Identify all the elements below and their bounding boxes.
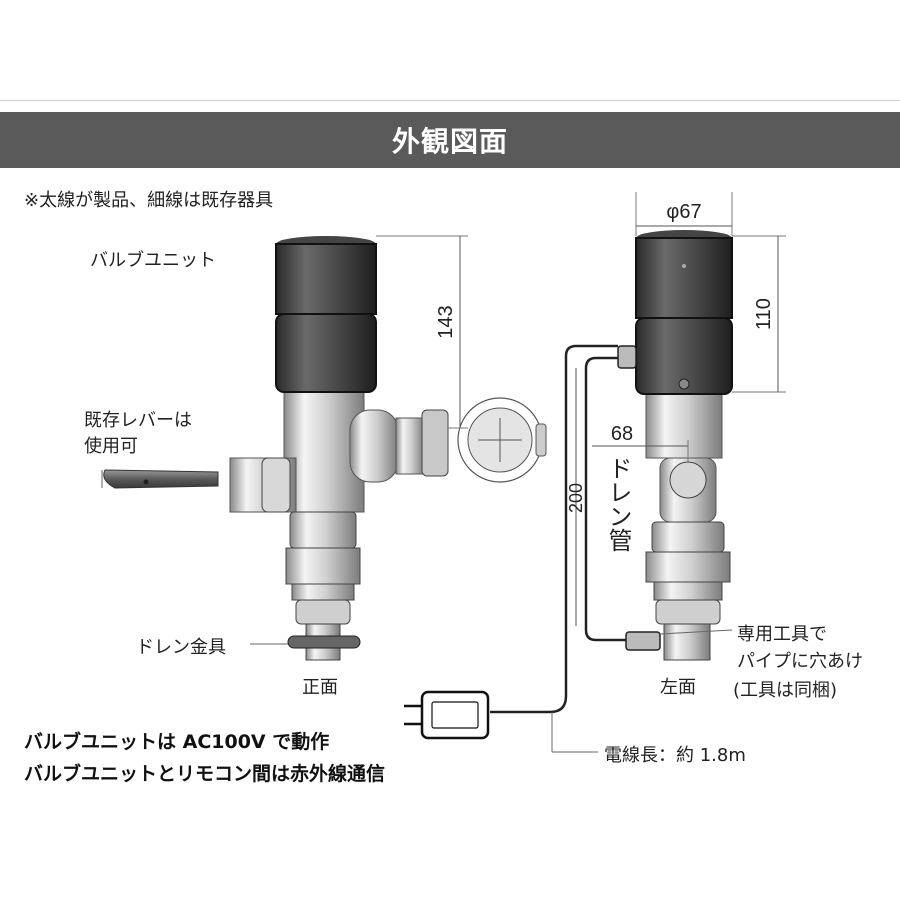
drain-pipe-label: ドレン管 — [604, 456, 632, 552]
existing-lever — [103, 469, 219, 489]
side-nut-upper — [651, 521, 725, 553]
lever-label-line1: 既存レバーは — [84, 410, 192, 431]
dim-143-label: 143 — [435, 305, 457, 338]
ac-adapter — [420, 690, 490, 740]
legend-note: ※太線が製品、細線は既存器具 — [24, 190, 274, 211]
top-divider — [0, 100, 900, 101]
valve-unit-upper — [275, 243, 377, 315]
flange-tab — [535, 423, 547, 457]
side-view-label: 左面 — [660, 677, 696, 698]
front-view-label: 正面 — [302, 677, 338, 698]
dim-67-label: φ67 — [666, 201, 701, 223]
front-view-drawing: 143 — [101, 235, 547, 661]
tool-note-line2: パイプに穴あけ — [737, 651, 863, 672]
side-unit-upper — [635, 237, 733, 319]
lever-label-line2: 使用可 — [84, 436, 138, 457]
bottom-note-1: バルブユニットは AC100V で動作 — [24, 731, 330, 753]
dim-200-label: 200 — [566, 483, 586, 513]
elbow-pipe — [349, 409, 399, 483]
bottom-note-2: バルブユニットとリモコン間は赤外線通信 — [24, 763, 386, 785]
side-nut — [655, 599, 721, 625]
ac-adapter-face — [431, 701, 479, 729]
tool-note-line3: (工具は同梱) — [733, 680, 838, 701]
side-valve-body — [645, 391, 723, 459]
cord-gland — [617, 345, 637, 369]
side-drain-body — [663, 623, 711, 661]
side-indicator-icon — [682, 264, 686, 268]
lever-dot-icon — [143, 479, 149, 485]
tool-note-line1: 専用工具で — [737, 624, 827, 645]
drain-fitting-label: ドレン金具 — [136, 637, 226, 658]
lower-nut — [295, 599, 351, 625]
cord-length-label: 電線長：約 1.8m — [604, 745, 746, 766]
page-title: 外観図面 — [0, 112, 900, 168]
lever-nut — [261, 457, 291, 513]
side-sensor-icon — [678, 378, 690, 390]
drain-connector — [625, 631, 661, 651]
side-ring — [653, 581, 723, 601]
lower-collar — [285, 547, 361, 585]
tool-leader — [659, 629, 733, 635]
union-nut — [421, 409, 449, 477]
dim-68-label: 68 — [611, 423, 633, 445]
connector-pipe — [395, 417, 425, 475]
valve-unit-lower — [275, 313, 377, 393]
side-inlet-bore — [669, 461, 707, 499]
drain-tube — [584, 356, 628, 642]
side-view-drawing: φ67 110 68 200 — [404, 192, 786, 753]
power-cord — [490, 344, 618, 714]
drain-clamp — [287, 635, 361, 649]
side-collar — [645, 551, 731, 583]
lower-ring — [291, 583, 355, 601]
lower-nut-upper — [289, 511, 357, 549]
dim-110-label: 110 — [753, 298, 775, 330]
valve-unit-label: バルブユニット — [90, 250, 216, 271]
